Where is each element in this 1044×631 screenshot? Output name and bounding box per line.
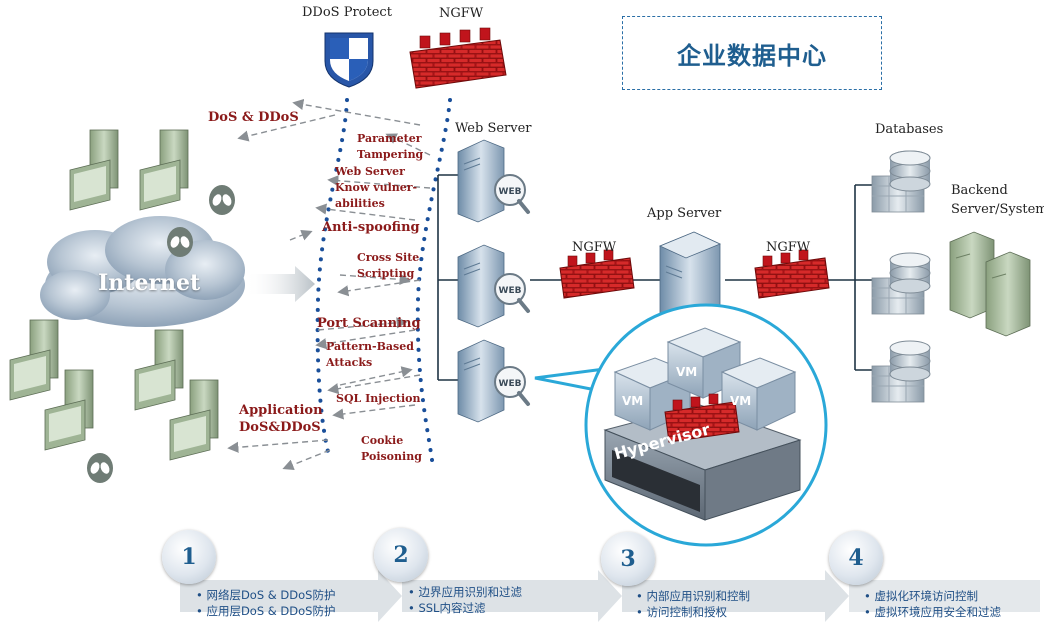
alien-icon (167, 227, 193, 257)
attack-cookie-line1: Cookie (361, 434, 404, 447)
web-magnifier-icon: WEB (494, 273, 530, 313)
step-2-item-2: SSL内容过滤 (408, 600, 522, 616)
step-2-number: 2 (374, 528, 428, 582)
attack-webserver-line1: Web Server (335, 165, 405, 178)
ngfw-right-label: NGFW (766, 240, 811, 255)
backend-label-line2: Server/System (951, 202, 1044, 217)
step-1-number: 1 (162, 530, 216, 584)
step-3-item-2: 访问控制和授权 (636, 604, 750, 620)
attack-cookie-line2: Poisoning (361, 450, 422, 463)
client-pc-group-bottom (9, 319, 219, 483)
attack-parameter-line1: Parameter (357, 132, 422, 145)
backend-label-line1: Backend (951, 183, 1008, 198)
step-2-item-1: 边界应用识别和过滤 (408, 584, 522, 600)
database-icon (871, 150, 931, 213)
pc-icon (69, 129, 119, 211)
pc-icon (9, 319, 59, 401)
alien-icon (87, 453, 113, 483)
vm-label-3: VM (730, 394, 752, 408)
database-icon (871, 252, 931, 315)
web-server-2: WEB (457, 244, 530, 328)
ngfw-top-label: NGFW (439, 6, 484, 21)
web-magnifier-icon: WEB (494, 366, 530, 406)
protection-boundary (315, 98, 452, 462)
attack-dos-ddos: DoS & DDoS (208, 110, 299, 125)
pc-icon (169, 379, 219, 461)
svg-text:WEB: WEB (499, 286, 522, 296)
pc-icon (139, 129, 189, 211)
firewall-icon (409, 27, 507, 89)
web-server-1: WEB (457, 139, 530, 223)
vm-label-2: VM (676, 365, 698, 379)
page-title: 企业数据中心 (622, 16, 882, 90)
attack-pattern-line2: Attacks (326, 356, 373, 369)
databases-label: Databases (875, 122, 944, 137)
web-server-3: WEB (457, 339, 530, 423)
vm-cube-3 (720, 357, 797, 431)
backend-server-icon (949, 231, 1031, 337)
attack-parameter-line2: Tampering (357, 148, 424, 161)
attack-webserver-line3: abilities (335, 197, 385, 210)
pc-icon (134, 329, 184, 411)
step-3-item-1: 内部应用识别和控制 (636, 588, 750, 604)
svg-text:WEB: WEB (499, 187, 522, 197)
step-3-text: 内部应用识别和控制 访问控制和授权 (636, 588, 750, 620)
attack-sql-injection: SQL Injection (336, 392, 421, 405)
attack-webserver-line2: Know vulner- (335, 181, 418, 194)
svg-text:WEB: WEB (499, 379, 522, 389)
attack-xss-line1: Cross Site (357, 251, 420, 264)
internet-cloud (40, 216, 245, 327)
ngfw-left-label: NGFW (572, 240, 617, 255)
firewall-icon (664, 393, 740, 443)
step-4-item-2: 虚拟环境应用安全和过滤 (864, 604, 1001, 620)
firewall-icon (559, 249, 635, 299)
web-magnifier-icon: WEB (494, 174, 530, 214)
step-4-number: 4 (829, 531, 883, 585)
vm-label-1: VM (622, 394, 644, 408)
step-4-item-1: 虚拟化环境访问控制 (864, 588, 1001, 604)
alien-icon (209, 185, 235, 215)
attack-pattern-line1: Pattern-Based (326, 340, 414, 353)
ddos-protect-label: DDoS Protect (302, 5, 392, 20)
firewall-icon (754, 249, 830, 299)
attack-app-dos-line2: DoS&DDoS (239, 420, 321, 435)
attack-app-dos-line1: Application (239, 403, 323, 418)
step-3-number: 3 (601, 532, 655, 586)
web-server-label: Web Server (455, 121, 532, 136)
attack-anti-spoofing: Anti-spoofing (322, 220, 420, 235)
step-1-item-1: 网络层DoS & DDoS防护 (196, 587, 335, 603)
database-icon (871, 340, 931, 403)
step-2-text: 边界应用识别和过滤 SSL内容过滤 (408, 584, 522, 616)
pc-icon (44, 369, 94, 451)
attack-arrows (227, 98, 431, 471)
step-1-item-2: 应用层DoS & DDoS防护 (196, 603, 335, 619)
shield-icon (324, 32, 374, 88)
step-4-text: 虚拟化环境访问控制 虚拟环境应用安全和过滤 (864, 588, 1001, 620)
client-pc-group-top (69, 129, 235, 215)
step-1-text: 网络层DoS & DDoS防护 应用层DoS & DDoS防护 (196, 587, 335, 619)
web-server-links (437, 174, 875, 381)
attack-xss-line2: Scripting (357, 267, 415, 280)
app-server-label: App Server (647, 206, 722, 221)
inbound-arrow (245, 266, 315, 302)
attack-port-scanning: Port Scanning (317, 316, 421, 331)
internet-label: Internet (98, 270, 201, 296)
